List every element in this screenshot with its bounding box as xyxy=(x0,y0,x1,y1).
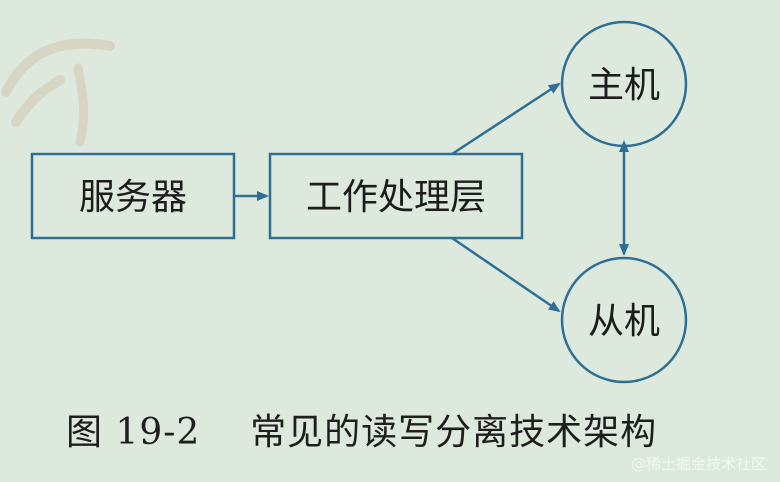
slave-node xyxy=(560,256,688,384)
slave-label: 从机 xyxy=(588,301,660,342)
watermark-text: @稀土掘金技术社区 xyxy=(630,455,766,473)
server-label: 服务器 xyxy=(79,177,187,218)
work-to-slave-arrow-icon xyxy=(451,236,561,313)
faint-stamp-decoration xyxy=(1,38,115,147)
figure-caption: 图 19-2 常见的读写分离技术架构 xyxy=(66,412,658,453)
master-label: 主机 xyxy=(588,65,660,106)
work-to-master-arrow-icon xyxy=(451,82,561,156)
work-layer-box xyxy=(268,152,524,240)
work-layer-label: 工作处理层 xyxy=(306,177,486,218)
